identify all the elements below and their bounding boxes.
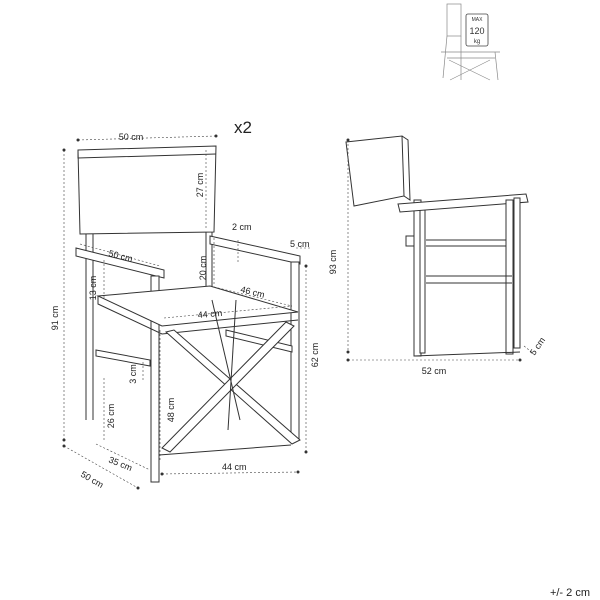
side-view-chair (345, 135, 529, 357)
badge-line2: 120 (469, 26, 484, 36)
dim-seat-width: 44 cm (197, 308, 222, 320)
dim-armrest-thickness: 2 cm (232, 222, 252, 232)
dim-seat-height: 62 cm (310, 343, 320, 368)
dim-side-depth: 52 cm (422, 366, 447, 376)
front-view-chair (75, 145, 301, 483)
dim-seat-gap: 13 cm (88, 276, 98, 301)
dim-lower-height: 26 cm (106, 404, 116, 429)
dim-backrest-width: 50 cm (119, 132, 144, 142)
dim-armrest-width: 5 cm (290, 239, 310, 249)
dim-side-height: 93 cm (328, 250, 338, 275)
dim-armrest-height: 20 cm (198, 256, 208, 281)
dim-base-width: 44 cm (222, 462, 247, 472)
side-dimension-lines (346, 138, 535, 362)
badge-line3: kg (474, 39, 480, 45)
badge-line1: MAX (472, 17, 484, 23)
dim-backrest-height: 27 cm (195, 173, 205, 198)
front-dimension-lines (62, 134, 310, 490)
dim-depth: 50 cm (79, 469, 105, 490)
dim-base-depth: 35 cm (107, 455, 133, 473)
dim-leg-height: 48 cm (166, 398, 176, 423)
max-weight-badge: MAX 120 kg (465, 13, 489, 47)
tolerance-note: +/- 2 cm (550, 587, 590, 599)
dim-side-leg-width: 5 cm (528, 335, 547, 357)
dim-rail-thickness: 3 cm (128, 364, 138, 384)
dim-total-height: 91 cm (50, 306, 60, 331)
quantity-label: x2 (234, 118, 252, 137)
